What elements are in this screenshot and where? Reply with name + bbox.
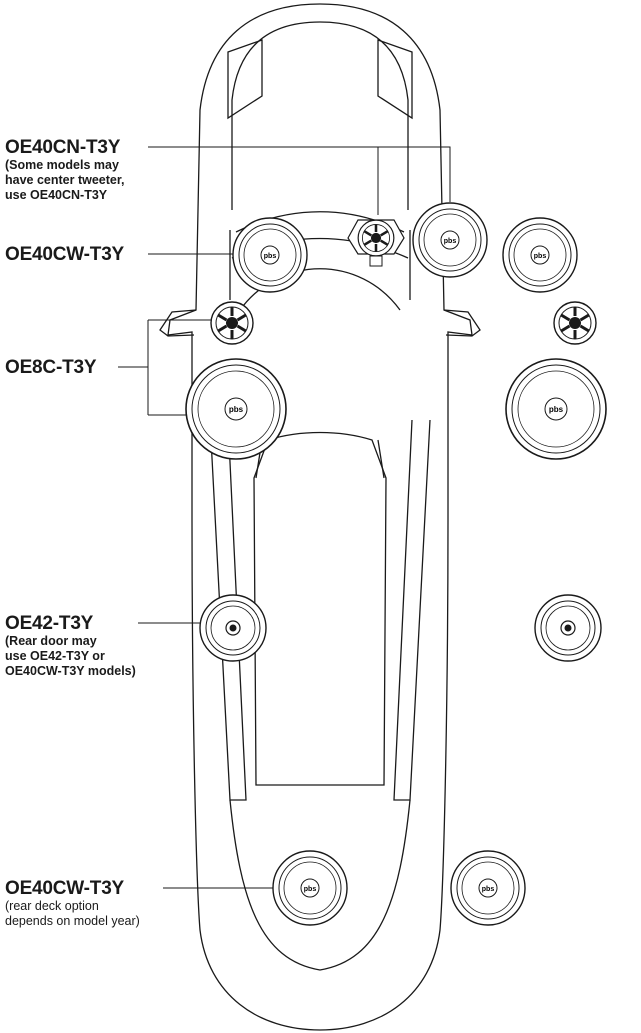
callout-rear-deck-note-1: (rear deck option xyxy=(5,899,99,913)
callout-center-note-2: have center tweeter, xyxy=(5,173,125,187)
callout-center-note-1: (Some models may xyxy=(5,158,119,172)
speaker-logo: pbs xyxy=(534,253,547,260)
callout-rear-deck-note-2: depends on model year) xyxy=(5,914,140,928)
callout-front-door-model: OE8C-T3Y xyxy=(5,357,97,378)
callout-center-note-3: use OE40CN-T3Y xyxy=(5,188,108,202)
callout-front-door: OE8C-T3Y xyxy=(5,357,97,378)
dash-speaker-left: pbs xyxy=(232,217,308,293)
callout-front-dash: OE40CW-T3Y xyxy=(5,244,124,265)
front-door-tweeter-left xyxy=(209,300,255,346)
callout-front-dash-model: OE40CW-T3Y xyxy=(5,244,125,265)
speaker-logo: pbs xyxy=(549,405,564,414)
callout-rear-door-note-1: (Rear door may xyxy=(5,634,97,648)
rear-door-speaker-left xyxy=(199,594,267,662)
callout-rear-door: OE42-T3Y (Rear door may use OE42-T3Y or … xyxy=(5,613,136,679)
callout-rear-door-note-3: OE40CW-T3Y models) xyxy=(5,664,136,678)
speaker-logo: pbs xyxy=(229,405,244,414)
rear-deck-speaker-left: pbs xyxy=(272,850,348,926)
callout-rear-door-model: OE42-T3Y xyxy=(5,613,94,634)
front-door-woofer-right: pbs xyxy=(505,358,607,460)
callout-rear-deck-model: OE40CW-T3Y xyxy=(5,878,125,899)
callout-center: OE40CN-T3Y (Some models may have center … xyxy=(5,137,125,203)
front-door-tweeter-right xyxy=(552,300,598,346)
dash-speaker-right: pbs xyxy=(502,217,578,293)
speaker-logo: pbs xyxy=(482,886,495,893)
front-door-woofer-left: pbs xyxy=(185,358,287,460)
dash-speaker-center: pbs xyxy=(412,202,488,278)
speaker-logo: pbs xyxy=(264,253,277,260)
rear-door-speaker-right xyxy=(534,594,602,662)
speaker-logo: pbs xyxy=(444,238,457,245)
callout-rear-door-note-2: use OE42-T3Y or xyxy=(5,649,105,663)
leader-lines xyxy=(118,146,451,889)
center-tweeter xyxy=(347,218,405,267)
callout-center-model: OE40CN-T3Y xyxy=(5,137,121,158)
speaker-logo: pbs xyxy=(304,886,317,893)
callout-rear-deck: OE40CW-T3Y (rear deck option depends on … xyxy=(5,878,140,929)
rear-deck-speaker-right: pbs xyxy=(450,850,526,926)
